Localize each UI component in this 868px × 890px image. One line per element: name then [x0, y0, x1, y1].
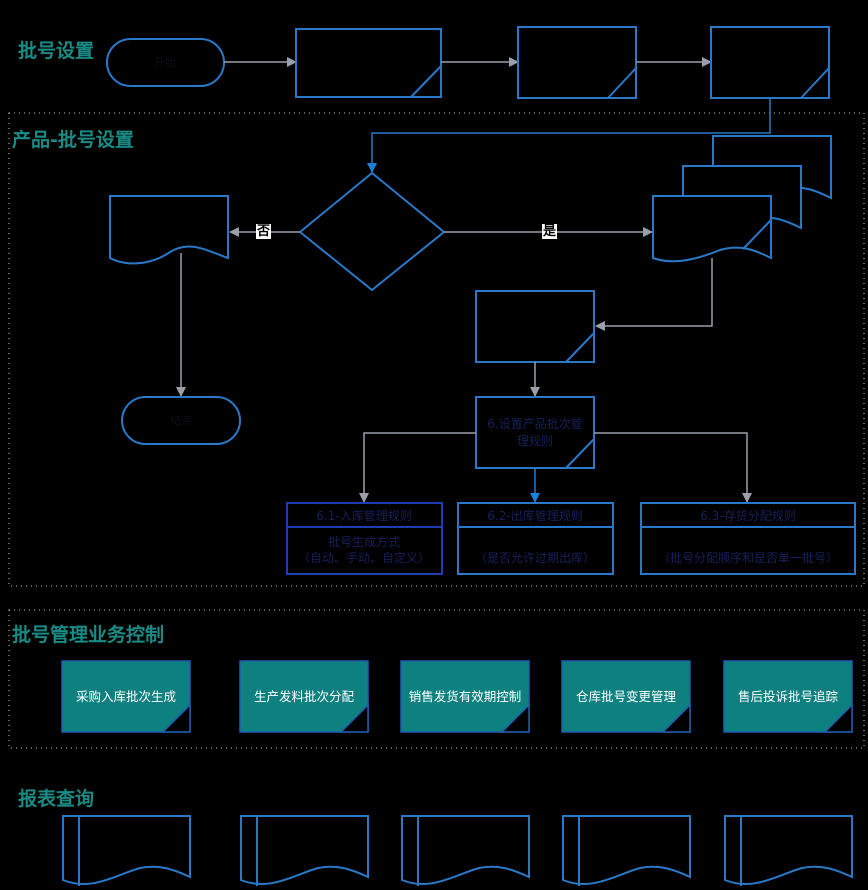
diagonal-corner-icon [410, 65, 442, 98]
start-label: 开始 [154, 55, 176, 69]
report-document [401, 815, 530, 886]
multi-document-shape [652, 135, 832, 263]
rule-line2: （批号分配顺序和是否单一批号） [658, 550, 838, 565]
decision-no-label: 否 [256, 224, 272, 239]
section-frame-product-batch-setup [8, 112, 865, 587]
process-box-2 [517, 26, 637, 99]
control-label: 仓库批号变更管理 [576, 689, 677, 704]
section-title-business-control: 批号管理业务控制 [12, 624, 165, 646]
process-box-5 [475, 290, 595, 363]
connector [367, 98, 771, 173]
control-box: 采购入库批次生成 [61, 660, 191, 733]
report-document [562, 815, 691, 886]
end-label: 结束 [170, 414, 192, 427]
diagonal-corner-icon [565, 332, 595, 363]
connector [359, 432, 476, 503]
control-label: 采购入库批次生成 [76, 689, 176, 704]
control-label: 售后投诉批号追踪 [738, 689, 839, 704]
rule-title: 6.2-出库管理规则 [487, 508, 582, 523]
diagonal-corner-icon [607, 67, 637, 99]
section-title-batch-setup: 批号设置 [18, 40, 95, 62]
process-box-rule-main: 6.设置产品批次管 理规则 [475, 396, 595, 469]
report-document [62, 815, 191, 886]
section-title-product-batch-setup: 产品-批号设置 [12, 129, 134, 151]
control-label: 生产发料批次分配 [254, 689, 355, 704]
rule-title: 6.3-存货分配规则 [700, 508, 795, 523]
rule-box-outbound: 6.2-出库管理规则 （是否允许过期出库） [457, 502, 614, 575]
document-shape-left [109, 195, 229, 265]
section-frame-business-control [8, 609, 865, 749]
decision-yes-label: 是 [542, 224, 558, 239]
process-box-3 [710, 26, 830, 99]
rule-main-line1: 6.设置产品批次管 [487, 416, 582, 431]
decision-diamond [298, 171, 446, 292]
diagonal-corner-icon [742, 219, 772, 250]
control-box: 生产发料批次分配 [239, 660, 369, 733]
diagonal-corner-icon [565, 438, 595, 469]
rule-line2: （是否允许过期出库） [475, 550, 595, 565]
report-document [240, 815, 369, 886]
rule-line1: 批号生成方式 [328, 534, 400, 549]
control-label: 销售发货有效期控制 [409, 689, 522, 704]
diagonal-corner-icon [800, 67, 830, 99]
connector [594, 432, 752, 503]
control-box: 仓库批号变更管理 [561, 660, 691, 733]
control-box: 销售发货有效期控制 [400, 660, 530, 733]
start-terminator: 开始 [106, 38, 225, 87]
rule-title: 6.1-入库管理规则 [316, 508, 411, 523]
control-box: 售后投诉批号追踪 [723, 660, 853, 733]
rule-box-inbound: 6.1-入库管理规则 批号生成方式 （自动、手动、自定义） [286, 502, 443, 575]
connector [595, 258, 713, 331]
end-terminator: 结束 [121, 396, 241, 445]
rule-main-line2: 理规则 [517, 433, 553, 448]
rule-box-allocation: 6.3-存货分配规则 （批号分配顺序和是否单一批号） [640, 502, 856, 575]
rule-line2: （自动、手动、自定义） [298, 550, 430, 565]
report-document [724, 815, 853, 886]
section-title-report-query: 报表查询 [18, 788, 95, 810]
process-box-1 [295, 28, 442, 98]
